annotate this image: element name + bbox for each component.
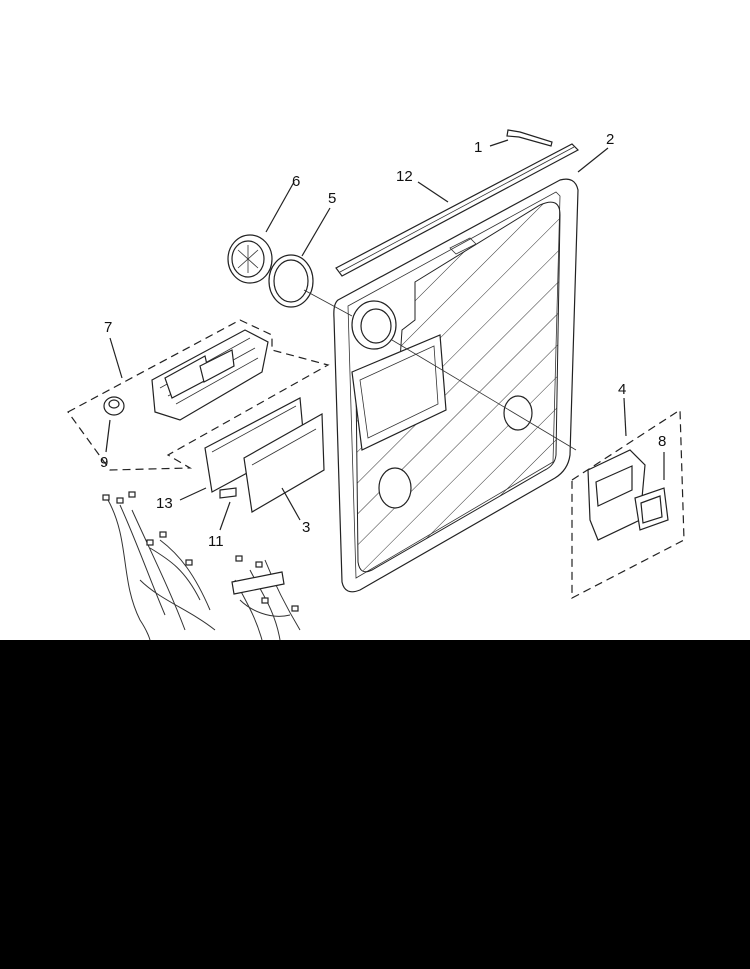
callout-2: 2 [606,131,614,148]
dispenser-cap [227,234,273,284]
control-board [204,397,325,513]
parts-diagram: 1 2 3 4 5 6 7 8 9 11 12 13 [67,129,685,640]
callout-labels: 1 2 3 4 5 6 7 8 9 11 12 13 [100,131,666,550]
board-screw [219,487,237,499]
callout-9: 9 [100,454,108,471]
callout-3: 3 [302,519,310,536]
wire-harness [102,491,301,640]
screw [506,129,553,147]
callout-7: 7 [104,319,112,336]
callout-6: 6 [292,173,300,190]
vent-assembly [571,408,685,599]
callout-13: 13 [156,495,173,512]
clip-9 [103,396,125,416]
door-strip [335,143,579,277]
callout-8: 8 [658,433,666,450]
callout-5: 5 [328,190,336,207]
dispenser-assembly [67,319,330,471]
black-band [0,640,750,969]
gasket-ring [268,254,314,308]
callout-12: 12 [396,168,413,185]
callout-4: 4 [618,381,626,398]
callout-1: 1 [474,139,482,156]
inner-door-panel [333,178,579,593]
leader-lines [105,139,665,531]
callout-11: 11 [208,533,224,550]
